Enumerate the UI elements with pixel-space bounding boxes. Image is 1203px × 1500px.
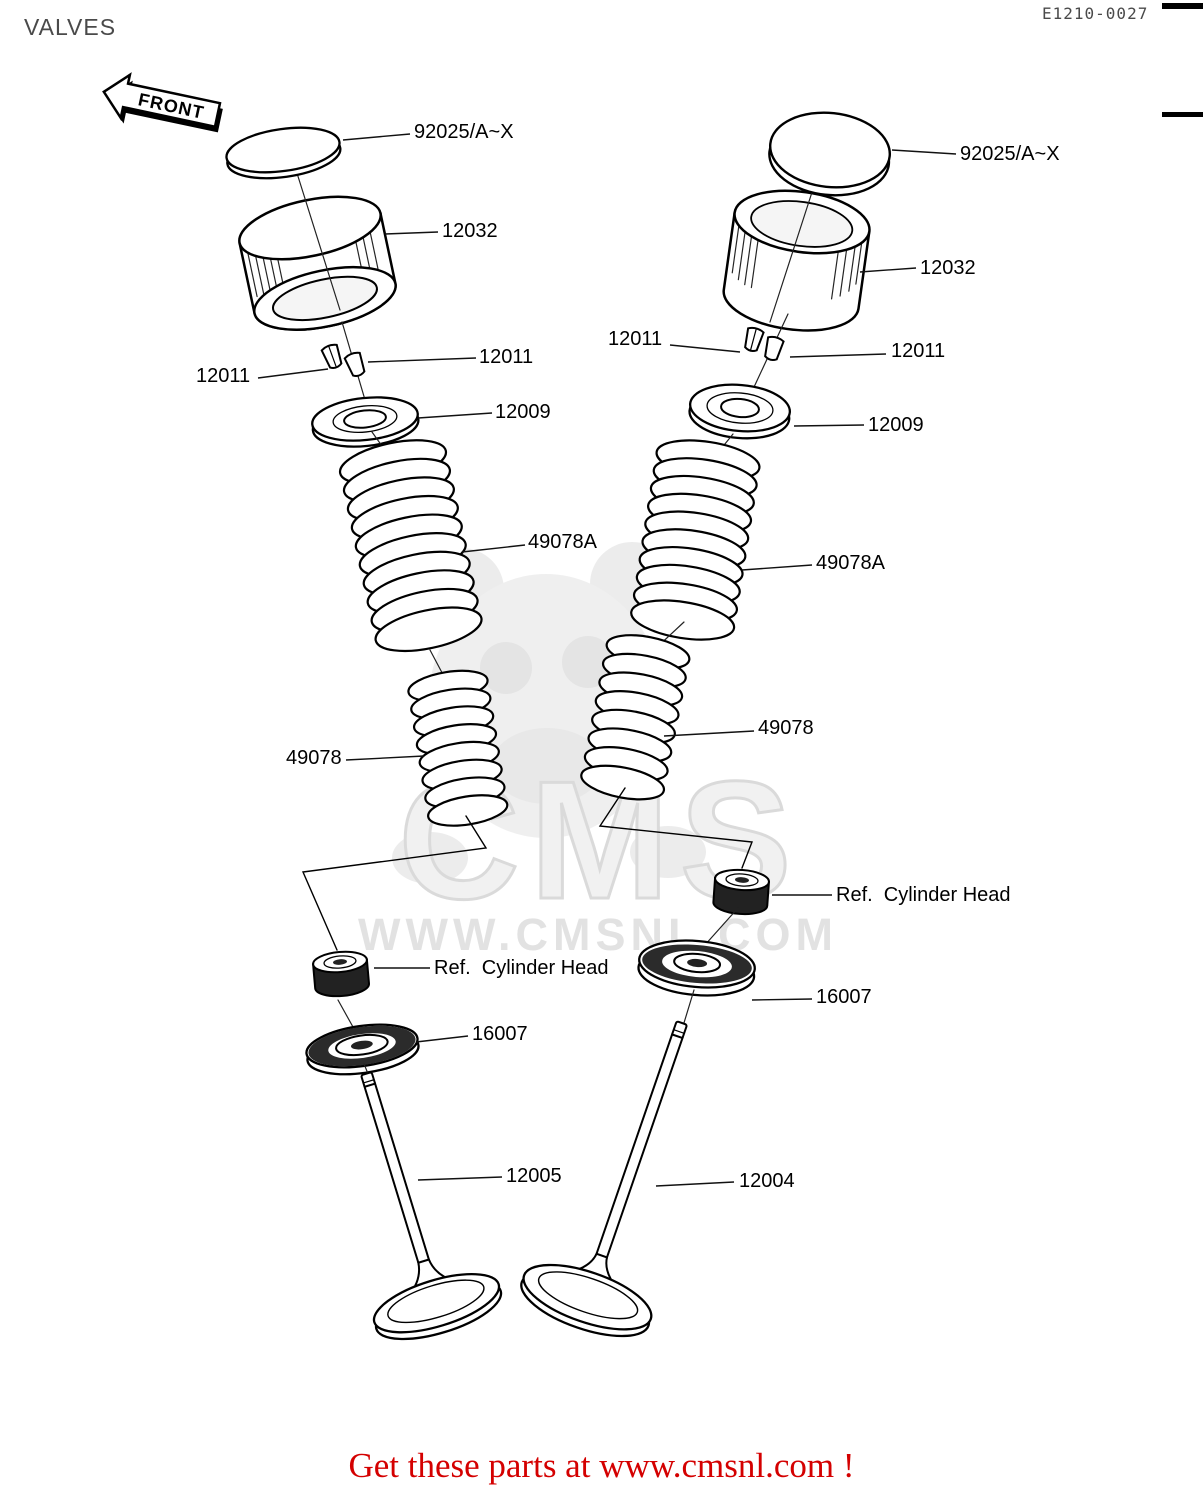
retainer-drawing-left xyxy=(311,396,420,448)
valve-drawing-right xyxy=(520,1020,688,1338)
part-label-shim-right: 92025/A~X xyxy=(960,143,1060,165)
outer-spring-drawing-left xyxy=(335,431,487,661)
page-edge-ticks xyxy=(1162,3,1203,117)
page-title: VALVES xyxy=(24,14,117,40)
part-label-keeper-right-left-assembly: 12011 xyxy=(479,346,534,368)
part-label-spring-seat-right: 16007 xyxy=(816,986,872,1008)
part-label-inner-spring-left: 49078 xyxy=(286,747,342,769)
part-label-tappet-right: 12032 xyxy=(920,257,976,279)
front-direction-arrow: FRONT xyxy=(102,72,223,133)
part-label-keeper-left-right-assembly: 12011 xyxy=(608,328,663,350)
shim-drawing-right xyxy=(768,111,891,197)
part-label-outer-spring-right: 49078A xyxy=(816,552,885,574)
watermark-url-text: WWW.CMSNL.COM xyxy=(358,909,838,960)
part-label-retainer-left: 12009 xyxy=(495,401,551,423)
part-label-inner-spring-right: 49078 xyxy=(758,717,814,739)
part-label-retainer-right: 12009 xyxy=(868,414,924,436)
outer-spring-drawing-right xyxy=(627,432,764,648)
part-label-keeper-left-left-assembly: 12011 xyxy=(196,365,251,387)
tappet-drawing-left xyxy=(238,195,397,331)
left-valve-assembly xyxy=(225,126,511,1341)
spring-seat-drawing-left xyxy=(305,1023,420,1076)
tappet-drawing-right xyxy=(722,189,871,332)
part-label-seal-ref-right: Ref. Cylinder Head xyxy=(836,884,1011,906)
spring-seat-drawing-right xyxy=(637,939,756,997)
part-label-keeper-right-right-assembly: 12011 xyxy=(891,340,946,362)
shim-drawing-left xyxy=(225,126,342,180)
stem-seal-drawing-left xyxy=(312,950,370,998)
part-label-shim-left: 92025/A~X xyxy=(414,121,514,143)
part-label-spring-seat-left: 16007 xyxy=(472,1023,528,1045)
keeper-drawing-right-a xyxy=(744,326,765,352)
part-label-tappet-left: 12032 xyxy=(442,220,498,242)
part-label-valve-left: 12005 xyxy=(506,1165,562,1187)
keeper-drawing-right-b xyxy=(764,335,785,361)
retainer-drawing-right xyxy=(688,383,792,440)
part-label-valve-right: 12004 xyxy=(739,1170,795,1192)
part-label-outer-spring-left: 49078A xyxy=(528,531,597,553)
keeper-drawing-left-b xyxy=(343,351,366,377)
part-label-seal-ref-left: Ref. Cylinder Head xyxy=(434,957,609,979)
stem-seal-drawing-right xyxy=(712,868,771,916)
footer-cta-link[interactable]: Get these parts at www.cmsnl.com ! xyxy=(348,1446,855,1485)
leader-lines xyxy=(257,133,957,1187)
diagram-code: E1210-0027 xyxy=(1042,4,1149,23)
valve-drawing-left xyxy=(360,1071,503,1341)
keeper-drawing-left-a xyxy=(320,343,343,369)
right-valve-assembly xyxy=(520,111,891,1338)
